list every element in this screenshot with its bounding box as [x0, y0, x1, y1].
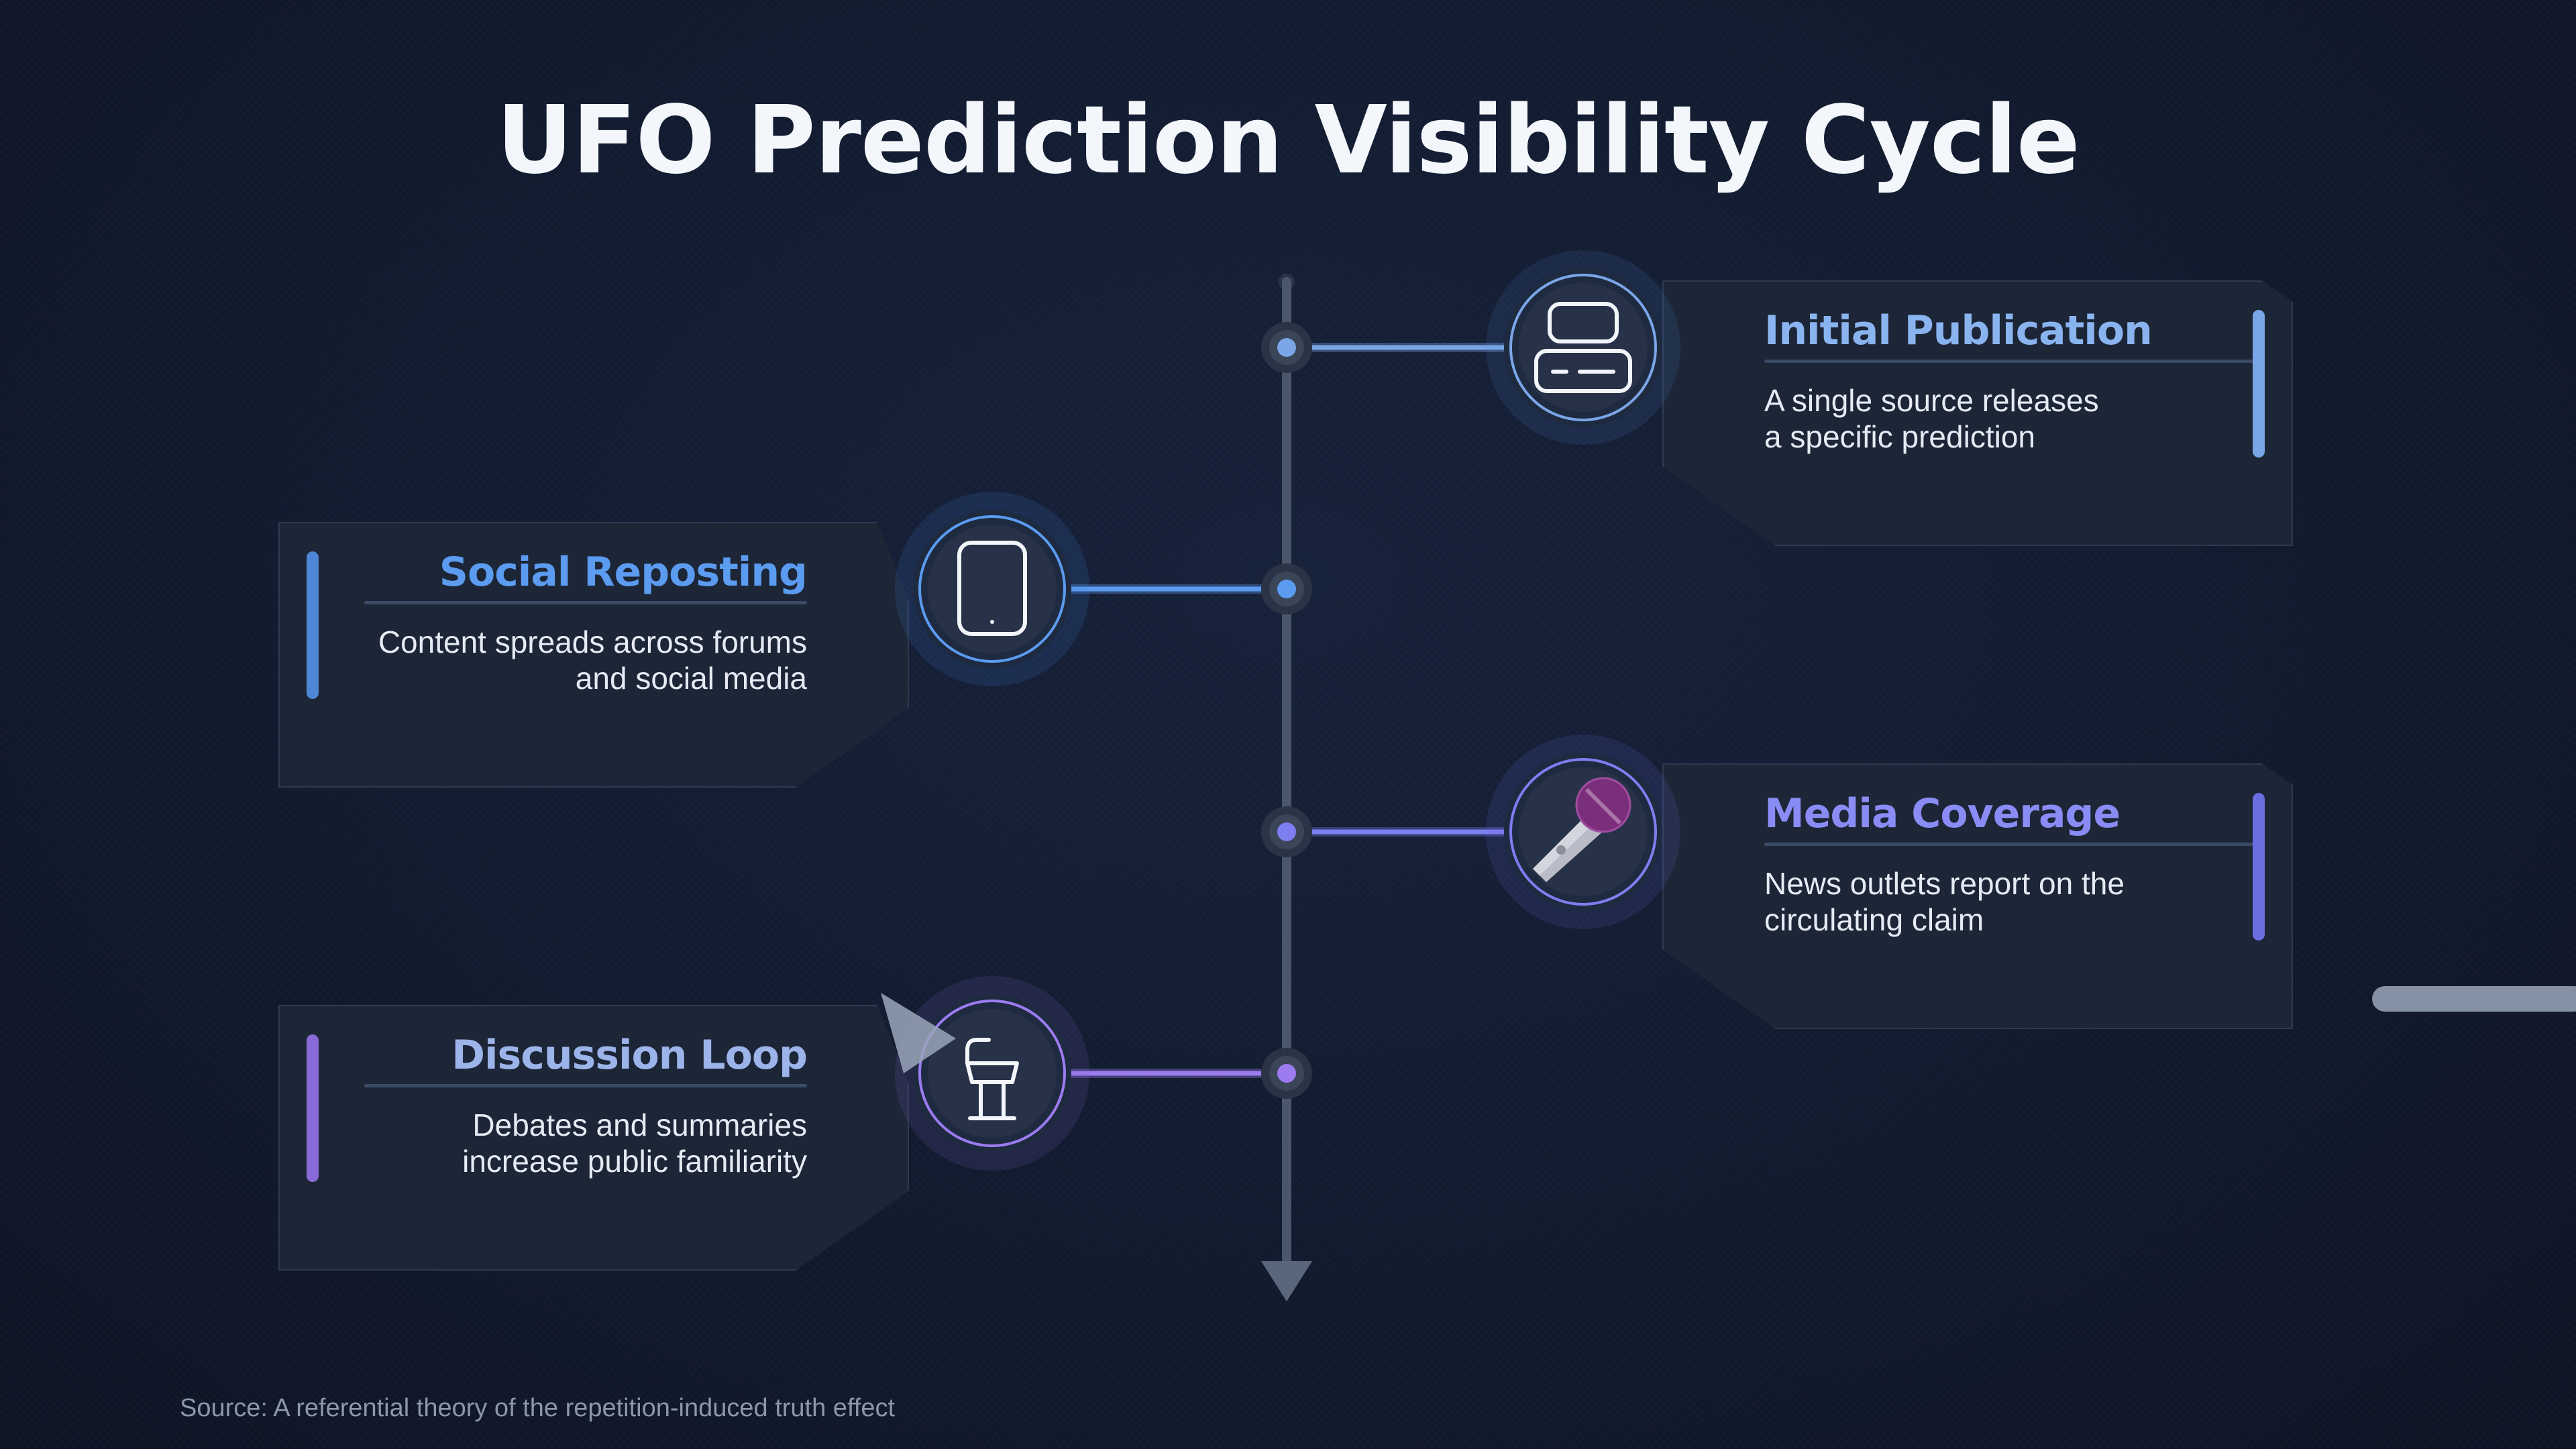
title-underline: [364, 601, 807, 604]
stage-card-discussion-loop: Discussion Loop Debates and summaries in…: [278, 1005, 909, 1271]
timeline-arrowhead: [1261, 1261, 1312, 1301]
title-underline: [1764, 843, 2261, 846]
stage-description: A single source releases a specific pred…: [1764, 383, 2099, 454]
source-caption: Source: A referential theory of the repe…: [180, 1394, 896, 1422]
spotlight-cone: [881, 993, 956, 1073]
timeline-node-3: [1261, 806, 1312, 857]
stage-description: Content spreads across forums and social…: [378, 625, 807, 696]
accent-bar: [2253, 310, 2265, 458]
timeline-node-4: [1261, 1048, 1312, 1099]
microphone-icon: [1486, 735, 1680, 929]
document-stack-icon: [1486, 250, 1680, 445]
scroll-indicator[interactable]: [2372, 986, 2576, 1012]
stage-title: Discussion Loop: [451, 1032, 808, 1079]
stage-card-initial-publication: Initial Publication A single source rele…: [1662, 280, 2293, 546]
page-title: UFO Prediction Visibility Cycle: [496, 86, 2080, 195]
title-underline: [1764, 360, 2261, 363]
accent-bar: [307, 551, 319, 699]
stage-card-media-coverage: Media Coverage News outlets report on th…: [1662, 763, 2293, 1029]
stage-description: Debates and summaries increase public fa…: [462, 1108, 807, 1179]
smartphone-icon: [895, 492, 1089, 686]
stage-title: Social Reposting: [439, 549, 808, 596]
title-underline: [364, 1084, 807, 1087]
timeline-node-1: [1261, 322, 1312, 373]
stage-description: News outlets report on the circulating c…: [1764, 866, 2125, 937]
stage-card-social-reposting: Social Reposting Content spreads across …: [278, 522, 909, 788]
accent-bar: [2253, 793, 2265, 941]
stage-title: Media Coverage: [1764, 790, 2121, 837]
stage-title: Initial Publication: [1764, 307, 2153, 354]
timeline-node-2: [1261, 564, 1312, 614]
podium-icon: [895, 976, 1089, 1171]
accent-bar: [307, 1034, 319, 1182]
